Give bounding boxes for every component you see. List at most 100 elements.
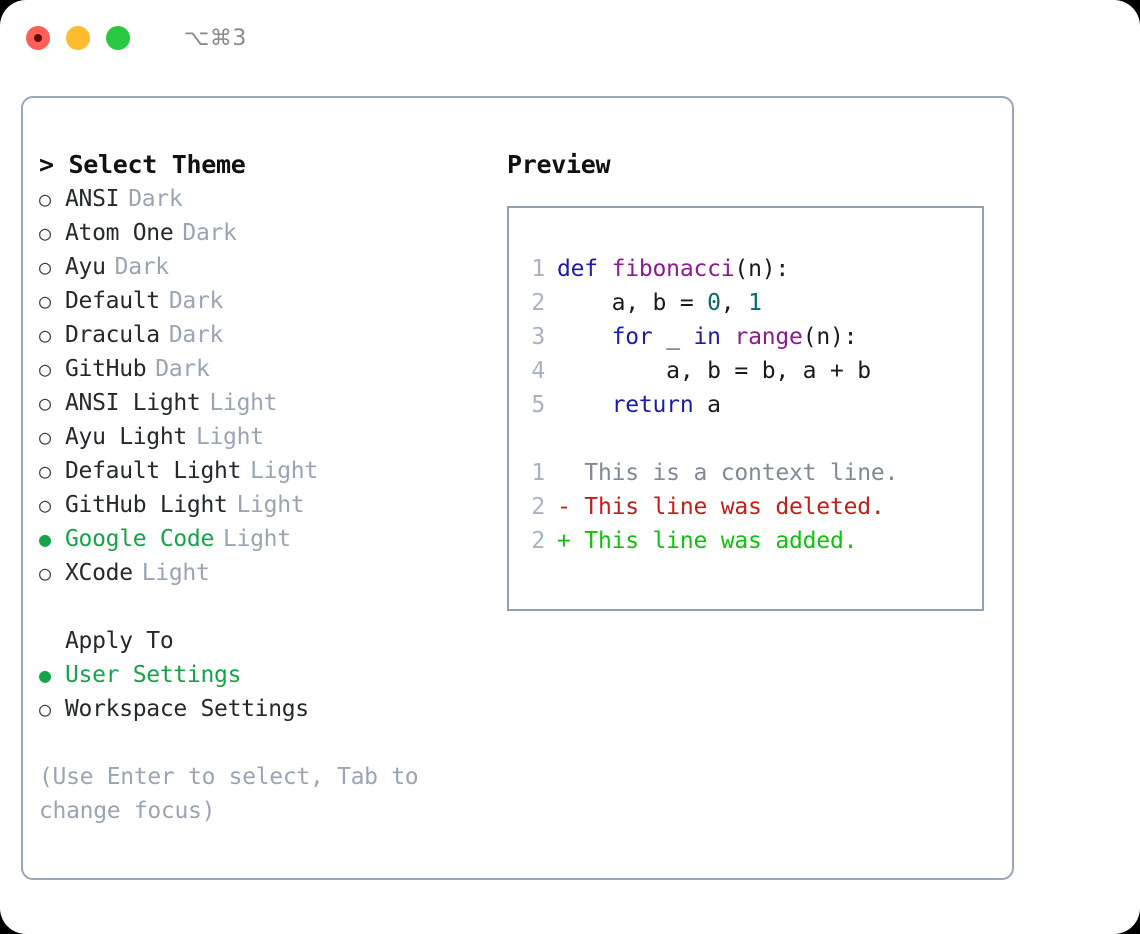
line-number: 2 (531, 528, 545, 554)
code-line: 1 def fibonacci(n): (509, 252, 982, 286)
theme-option-variant: Light (195, 424, 264, 450)
theme-option-variant: Dark (168, 288, 224, 314)
preview-heading: Preview (507, 150, 611, 179)
theme-option-ansi-light[interactable]: ○ ANSI Light Light (39, 386, 493, 420)
line-number: 5 (531, 392, 545, 418)
theme-option-label: Default (65, 288, 160, 314)
theme-option-variant: Light (141, 560, 210, 586)
theme-option-label: GitHub Light (65, 492, 228, 518)
code-token-pl: _ (666, 324, 694, 350)
theme-option-xcode[interactable]: ○ XCode Light (39, 556, 493, 590)
code-token-fn: fibonacci (611, 256, 735, 282)
traffic-lights (26, 26, 130, 50)
code-token-kw: def (557, 256, 612, 282)
diff-line-text: + This line was added. (557, 528, 858, 554)
theme-option-label: Ayu Light (65, 424, 187, 450)
apply-to-option-workspace-settings[interactable]: ○ Workspace Settings (39, 692, 493, 726)
theme-option-google-code[interactable]: ● Google Code Light (39, 522, 493, 556)
line-number: 2 (531, 290, 545, 316)
theme-option-variant: Dark (155, 356, 210, 382)
theme-option-label: Atom One (65, 220, 174, 246)
code-token-pl: a, b = (557, 290, 708, 316)
radio-selected-icon: ● (39, 527, 51, 551)
code-token-kw: return (557, 392, 708, 418)
radio-selected-icon: ● (39, 663, 51, 687)
line-number: 3 (531, 324, 545, 350)
diff-line-ctx: 1 This is a context line. (509, 456, 982, 490)
theme-option-variant: Dark (114, 254, 170, 280)
code-line: 4 a, b = b, a + b (509, 354, 982, 388)
minimize-button[interactable] (66, 26, 90, 50)
maximize-button[interactable] (106, 26, 130, 50)
theme-option-github[interactable]: ○ GitHub Dark (39, 352, 493, 386)
radio-unselected-icon: ○ (39, 561, 51, 585)
code-token-num: 0 (707, 290, 721, 316)
close-button[interactable] (26, 26, 50, 50)
radio-unselected-icon: ○ (39, 255, 51, 279)
code-line: 2 a, b = 0, 1 (509, 286, 982, 320)
theme-option-variant: Light (250, 458, 318, 484)
radio-unselected-icon: ○ (39, 493, 51, 517)
theme-option-label: Dracula (65, 322, 160, 348)
theme-option-label: GitHub (65, 356, 147, 382)
theme-option-label: XCode (65, 560, 133, 586)
code-token-pl: (n): (734, 256, 790, 282)
theme-option-variant: Dark (182, 220, 237, 246)
apply-to-heading: Apply To (65, 628, 174, 654)
radio-unselected-icon: ○ (39, 697, 51, 721)
theme-option-label: Default Light (65, 458, 242, 484)
theme-option-variant: Light (223, 526, 291, 552)
code-line: 3 for _ in range(n): (509, 320, 982, 354)
radio-unselected-icon: ○ (39, 357, 51, 381)
theme-option-variant: Light (236, 492, 305, 518)
line-number: 4 (531, 358, 545, 384)
code-token-fn: range (734, 324, 803, 350)
theme-option-label: Google Code (65, 526, 215, 552)
theme-option-dracula[interactable]: ○ Dracula Dark (39, 318, 493, 352)
theme-option-ayu-light[interactable]: ○ Ayu Light Light (39, 420, 493, 454)
diff-line-del: 2- This line was deleted. (509, 490, 982, 524)
radio-unselected-icon: ○ (39, 391, 51, 415)
theme-option-variant: Dark (128, 186, 183, 212)
code-token-kw: in (693, 324, 735, 350)
radio-unselected-icon: ○ (39, 289, 51, 313)
theme-option-atom-one[interactable]: ○ Atom One Dark (39, 216, 493, 250)
code-token-kw: for (557, 324, 667, 350)
radio-unselected-icon: ○ (39, 187, 51, 211)
radio-unselected-icon: ○ (39, 323, 51, 347)
radio-unselected-icon: ○ (39, 221, 51, 245)
diff-line-text: - This line was deleted. (557, 494, 885, 520)
apply-to-option-user-settings[interactable]: ●User Settings (39, 658, 493, 692)
code-token-pl: (n): (802, 324, 858, 350)
apply-to-list[interactable]: ●User Settings ○ Workspace Settings (39, 658, 493, 726)
line-number: 1 (531, 460, 545, 486)
code-token-pl: , (720, 290, 749, 316)
theme-option-label: ANSI (65, 186, 120, 212)
code-token-num: 1 (748, 290, 762, 316)
code-line: 5 return a (509, 388, 982, 422)
diff-line-text: This is a context line. (557, 460, 899, 486)
theme-option-variant: Light (209, 390, 278, 416)
apply-to-option-label: Workspace Settings (65, 696, 309, 722)
theme-option-label: ANSI Light (65, 390, 201, 416)
code-gap (509, 422, 982, 456)
select-theme-heading: > Select Theme (39, 150, 246, 179)
line-number: 1 (531, 256, 545, 282)
theme-option-variant: Dark (168, 322, 224, 348)
radio-unselected-icon: ○ (39, 425, 51, 449)
keyboard-hint-text: (Use Enter to select, Tab to change focu… (39, 764, 419, 824)
theme-option-github-light[interactable]: ○ GitHub Light Light (39, 488, 493, 522)
theme-option-default[interactable]: ○ Default Dark (39, 284, 493, 318)
diff-line-add: 2 + This line was added. (509, 524, 982, 558)
code-token-pl: a, b = b, a + b (557, 358, 871, 384)
theme-option-ansi[interactable]: ○ ANSI Dark (39, 182, 493, 216)
